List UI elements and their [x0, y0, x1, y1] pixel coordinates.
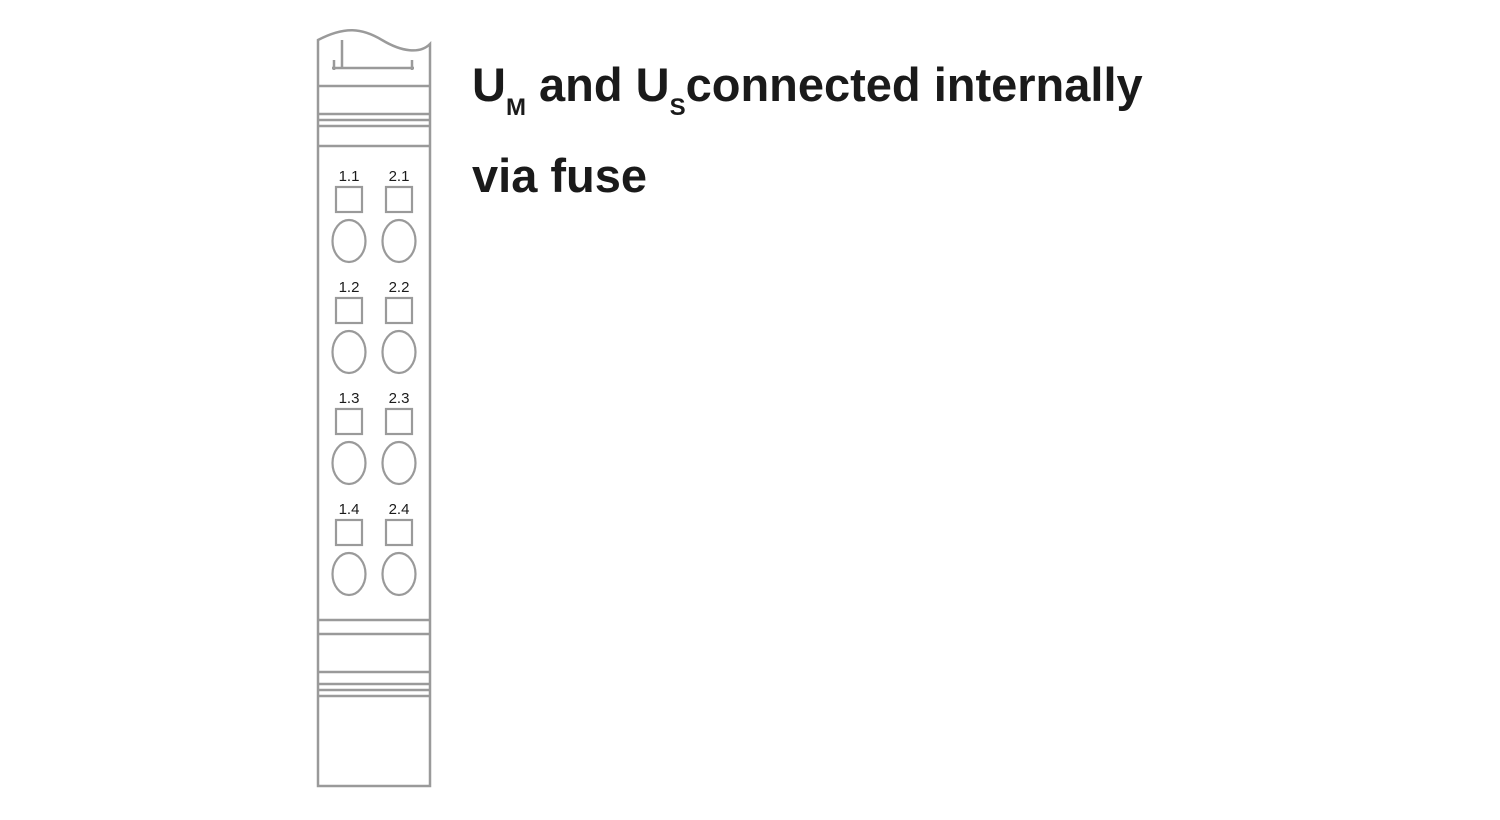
- terminal-label: 2.4: [389, 501, 410, 518]
- wire-entry-opening: [331, 551, 367, 597]
- wire-entry-opening: [381, 440, 417, 486]
- terminal-label: 1.4: [339, 501, 360, 518]
- status-led-square: [334, 518, 364, 547]
- title-line-2: via fuse: [472, 149, 648, 202]
- wire-entry-opening: [331, 218, 367, 264]
- terminal-label: 2.2: [389, 279, 410, 296]
- status-led-square: [384, 185, 414, 214]
- status-led-square: [384, 518, 414, 547]
- status-led-square: [384, 407, 414, 436]
- title-subscript-m: M: [505, 94, 526, 121]
- terminal-label: 2.1: [389, 168, 410, 185]
- width-dimension-mark: [332, 60, 414, 70]
- terminal-label: 1.1: [339, 168, 360, 185]
- wire-entry-opening: [331, 440, 367, 486]
- title-line-1: UM and USconnected internally: [472, 44, 1143, 135]
- terminal-block-outline: [316, 29, 432, 788]
- terminal-label: 2.3: [389, 390, 410, 407]
- wire-entry-opening: [331, 329, 367, 375]
- title-connected-internally: connected internally: [685, 58, 1143, 111]
- wire-entry-opening: [381, 551, 417, 597]
- terminal-label: 1.2: [339, 279, 360, 296]
- status-led-square: [334, 407, 364, 436]
- title-symbol-u: U: [472, 58, 506, 111]
- status-led-square: [334, 296, 364, 325]
- diagram-title: UM and USconnected internally via fuse: [472, 44, 1143, 217]
- wire-entry-opening: [381, 218, 417, 264]
- title-subscript-s: S: [669, 94, 686, 121]
- status-led-square: [384, 296, 414, 325]
- title-and-u: and U: [525, 58, 670, 111]
- status-led-square: [334, 185, 364, 214]
- terminal-label: 1.3: [339, 390, 360, 407]
- wire-entry-opening: [381, 329, 417, 375]
